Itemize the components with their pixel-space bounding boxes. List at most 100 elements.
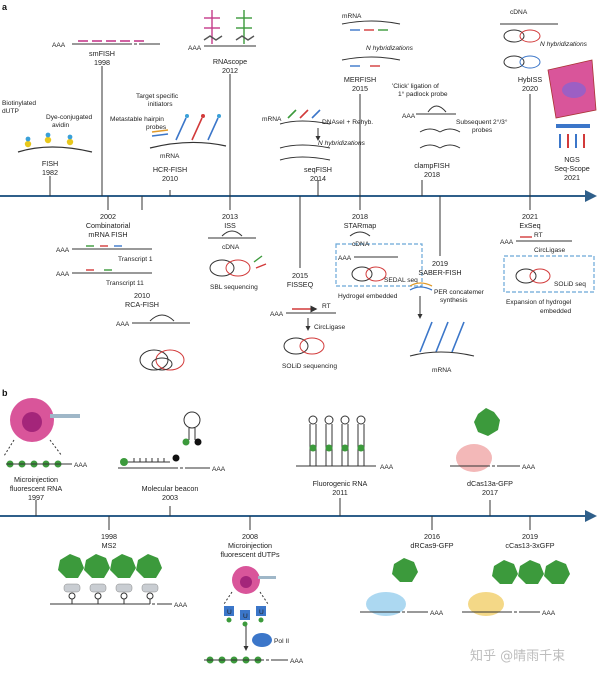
saber-extra-0: PER concatemer [434,289,485,296]
combi-extra-2: AAA [56,271,70,278]
smfish-name: smFISH [89,49,115,58]
drcas9-line-1: dRCas9-GFP [410,541,453,550]
hybiss-name: HybISS [518,75,543,84]
watermark: 知乎 @晴雨千束 [470,648,565,664]
fluorogenic-aaa: AAA [380,464,394,471]
fisseq-extra-0: RT [322,303,331,310]
clampfish-extra-2: AAA [402,113,416,120]
seqfish-extra-2: N hybridizations [318,140,366,147]
micro2008-u-2: U [259,609,264,616]
fisseq-line-0: 2015 [292,271,308,280]
ticks-a [49,66,531,268]
fluorogenic-line-0: Fluorogenic RNA [313,479,368,488]
micro2008-polii: Pol II [274,638,289,645]
rnascope-name: RNAscope [213,57,247,66]
seqfish-extra-1: DNAseI + Rehyb. [322,119,373,126]
fish-extra-2: Dye-conjugated [46,114,93,121]
drcas9-line-0: 2016 [424,532,440,541]
clampfish-extra-0: 'Click' ligation of [392,83,439,90]
ccas13-aaa: AAA [542,610,556,617]
dcas13a-aaa: AAA [522,464,536,471]
clampfish-year: 2018 [424,170,440,179]
micro2008-line-2: fluorescent dUTPs [220,550,280,559]
micro-2008: 2008 Microinjection fluorescent dUTPs U … [204,532,304,665]
saber-line-1: SABER-FISH [418,268,461,277]
exseq-extra-1: CircLigase [534,247,565,254]
exseq-extra-3: Expansion of hydrogel [506,299,572,306]
molecular-beacon-2003: AAA Molecular beacon 2003 [118,411,226,502]
drcas9-gfp-2016: 2016 dRCas9-GFP AAA [360,532,454,617]
fluorogenic-rna-2011: AAA Fluorogenic RNA 2011 [296,415,394,497]
seqfish-name: seqFISH [304,165,332,174]
clampfish-extra-1: 1° padlock probe [398,90,448,98]
ms2-line-0: 1998 [101,532,117,541]
fish-name: FISH [42,159,58,168]
combi-extra-0: AAA [56,247,70,254]
fisseq-extra-3: SOLiD sequencing [282,363,337,370]
ccas13-3xgfp-2019: 2019 cCas13-3xGFP AAA [462,532,570,617]
hybiss-extra-0: cDNA [510,9,528,16]
hcr-fish-2010: Target specific initiators Metastable ha… [110,93,227,183]
beacon-aaa: AAA [212,466,226,473]
seqscope-line-1: Seq-Scope [554,164,590,173]
iss-2013: 2013 ISS cDNA SBL sequencing [208,212,267,291]
smfish-year: 1998 [94,58,110,67]
beacon-line-1: 2003 [162,493,178,502]
ccas13-line-1: cCas13-3xGFP [505,541,554,550]
micro2008-aaa: AAA [290,658,304,665]
panel-b-letter: b [2,388,8,398]
iss-line-0: 2013 [222,212,238,221]
micro2008-u-1: U [243,613,248,620]
merfish-name: MERFISH [344,75,376,84]
iss-extra-0: SBL sequencing [210,284,258,291]
seqscope-line-0: NGS [564,155,580,164]
micro1997-line-0: Microinjection [14,475,58,484]
fisseq-line-1: FISSEQ [287,280,314,289]
fish-year: 1982 [42,168,58,177]
starmap-line-2: cDNA [352,241,370,248]
starmap-extra-2: Hydrogel embedded [338,293,398,300]
hybiss-year: 2020 [522,84,538,93]
iss-line-2: cDNA [222,244,240,251]
combi-line-0: 2002 [100,212,116,221]
dcas13a-line-1: 2017 [482,488,498,497]
hcr-extra-2: Metastable hairpin [110,116,164,123]
exseq-extra-4: embedded [540,308,571,315]
dutp-avidin-dots [24,132,74,148]
ccas13-line-0: 2019 [522,532,538,541]
fish-extra-0: Biotinylated [2,100,36,107]
fish-extra-1: dUTP [2,108,19,115]
beacon-line-0: Molecular beacon [142,484,199,493]
exseq-extra-2: SOLiD seq [554,281,586,288]
micro1997-line-1: fluorescent RNA [10,484,63,493]
micro2008-u-0: U [227,609,232,616]
seqfish-year: 2014 [310,174,326,183]
starmap-line-0: 2018 [352,212,368,221]
rca-aaa: AAA [116,321,130,328]
dcas13a-line-0: dCas13a-GFP [467,479,513,488]
fisseq-extra-2: CircLigase [314,324,345,331]
starmap-line-1: STARmap [344,221,377,230]
combi-line-2: mRNA FISH [88,230,127,239]
smfish-aaa: AAA [52,42,66,49]
saber-extra-1: synthesis [440,297,468,304]
micro1997-line-2: 1997 [28,493,44,502]
seqscope-2021: NGS Seq-Scope 2021 [547,59,597,182]
micro1997-aaa: AAA [74,462,88,469]
micro2008-line-0: 2008 [242,532,258,541]
rca-line-0: 2010 [134,291,150,300]
clampfish-extra-4: probes [472,127,493,134]
clampfish-name: clampFISH [414,161,450,170]
hybiss-extra-1: N hybridizations [540,41,588,48]
hcr-extra-1: initiators [148,101,173,108]
fisseq-2015: 2015 FISSEQ AAA RT CircLigase SOLiD sequ… [270,271,345,370]
fish-extra-3: avidin [52,122,70,129]
seqscope-line-2: 2021 [564,173,580,182]
fluorogenic-line-1: 2011 [332,488,347,497]
iss-line-1: ISS [224,221,236,230]
micro-1997: AAA Microinjection fluorescent RNA 1997 [3,398,88,502]
merfish-year: 2015 [352,84,368,93]
saber-fish-2019: 2019 SABER-FISH PER concatemer synthesis… [409,259,485,374]
clampfish-extra-3: Subsequent 2°/3° [456,118,508,126]
hcr-extra-0: Target specific [136,93,179,100]
